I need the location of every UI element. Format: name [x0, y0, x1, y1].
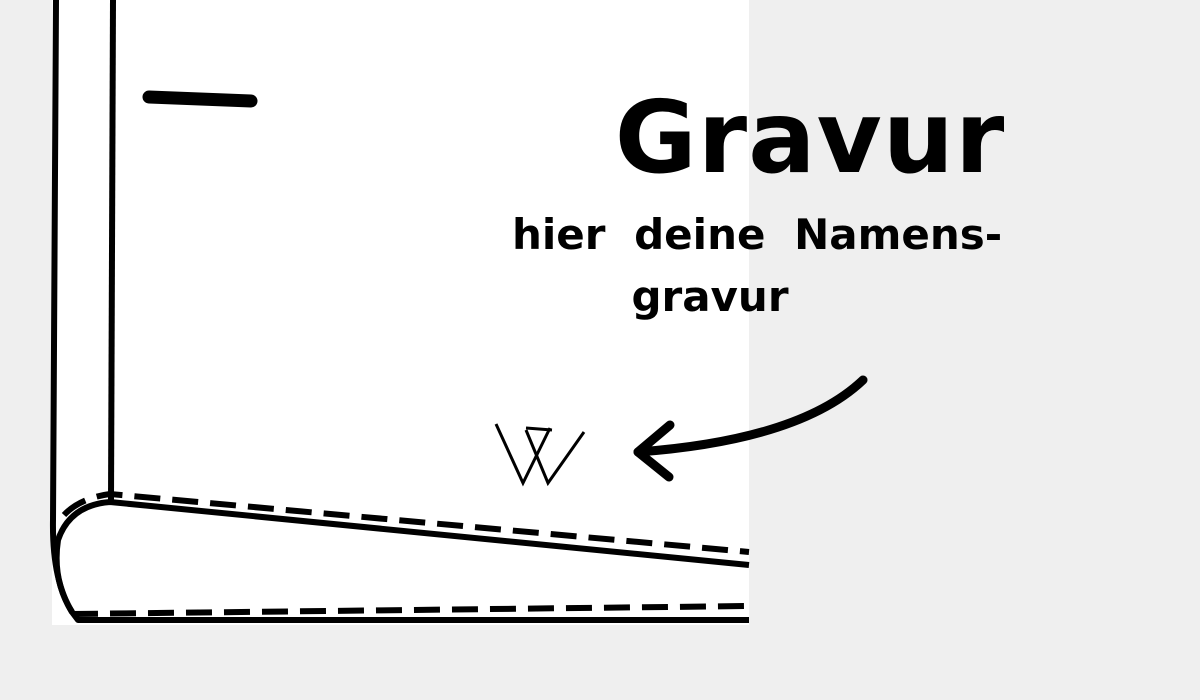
slot-mark	[142, 90, 258, 108]
w-monogram-logo-icon	[494, 423, 586, 487]
subline-1: hier deine Namens-	[512, 210, 1003, 259]
stitch-top	[61, 490, 750, 555]
headline: Gravur	[614, 79, 1006, 196]
flap-outline	[53, 499, 750, 614]
engraving-caption: Gravur hier deine Namens- gravur	[500, 78, 1120, 321]
inner-edge-line	[108, 0, 116, 501]
subline-2: gravur	[631, 272, 789, 321]
curved-arrow-left-icon	[633, 375, 868, 482]
